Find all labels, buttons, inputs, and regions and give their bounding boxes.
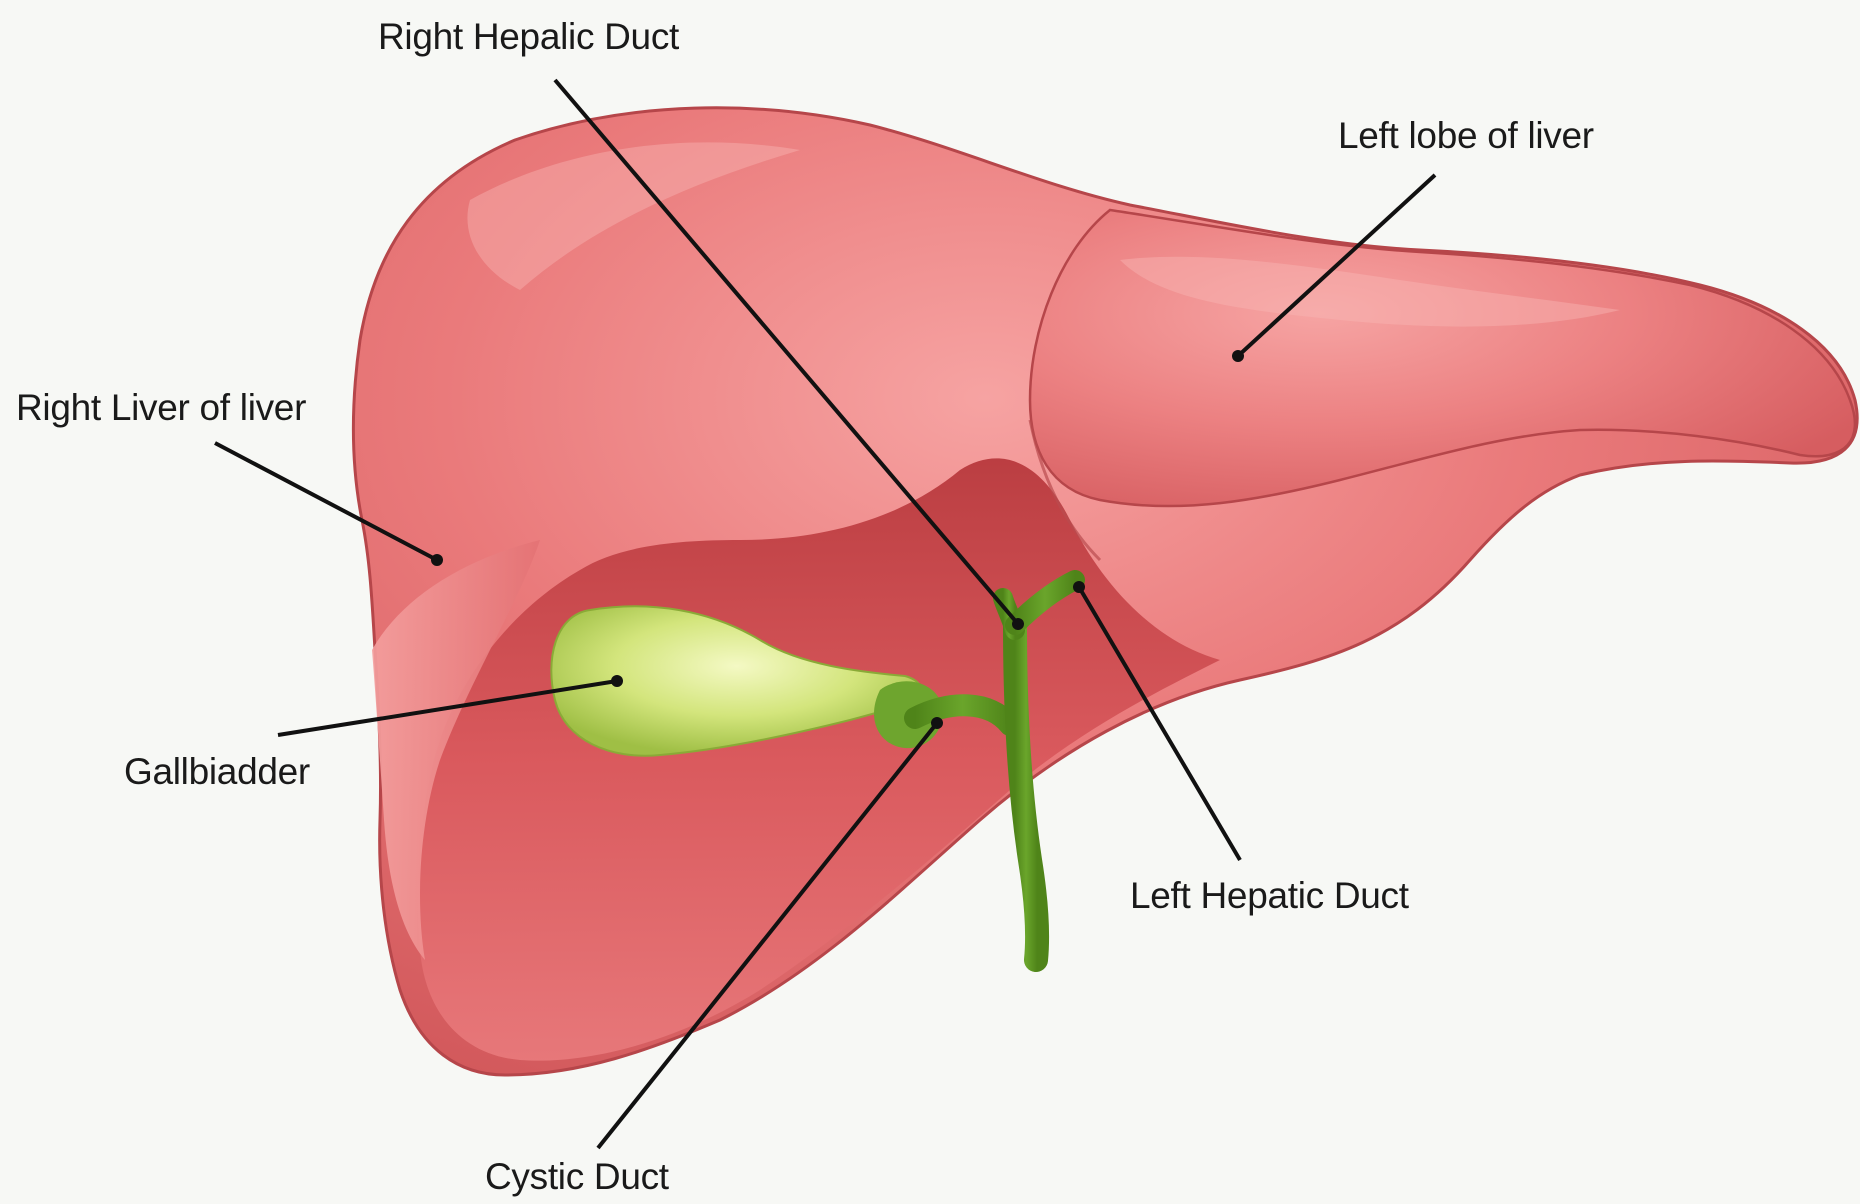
pointer-dot-left-lobe <box>1232 350 1244 362</box>
pointer-dot-cystic-duct <box>931 717 943 729</box>
pointer-dot-right-hepatic-duct <box>1012 618 1024 630</box>
label-left-hepatic-duct: Left Hepatic Duct <box>1130 875 1410 916</box>
pointer-dot-left-hepatic-duct <box>1073 581 1085 593</box>
label-right-lobe: Right Liver of liver <box>16 387 306 428</box>
pointer-dot-gallbladder <box>611 675 623 687</box>
pointer-dot-right-lobe <box>431 554 443 566</box>
label-left-lobe: Left lobe of liver <box>1338 115 1594 156</box>
label-cystic-duct: Cystic Duct <box>485 1156 670 1197</box>
label-gallbladder: Gallbiadder <box>124 751 310 792</box>
label-right-hepatic-duct: Right Hepalic Duct <box>378 16 680 57</box>
